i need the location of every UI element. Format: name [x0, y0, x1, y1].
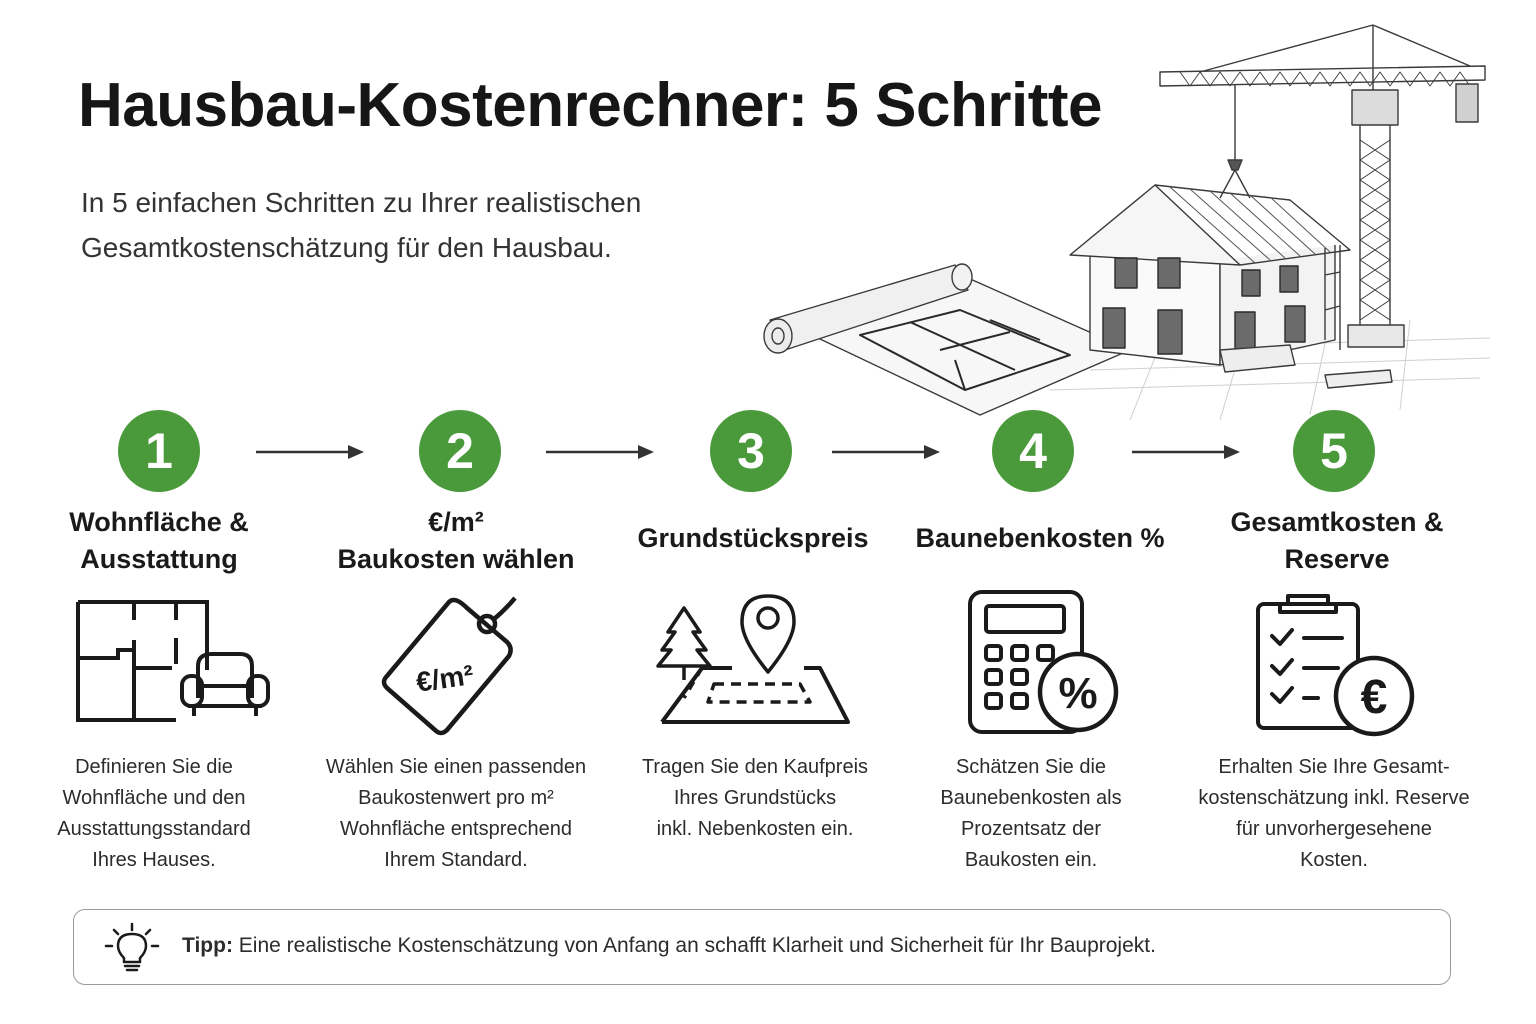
tip-label: Tipp:: [182, 934, 233, 957]
step-title: Gesamtkosten & Reserve: [1192, 504, 1482, 578]
step-description: Schätzen Sie die Baunebenkosten als Proz…: [881, 752, 1181, 876]
step-title: €/m² Baukosten wählen: [311, 504, 601, 578]
step-description-line: Definieren Sie die: [75, 756, 233, 778]
step-description-line: Ihres Grundstücks: [673, 787, 837, 809]
step-description: Erhalten Sie Ihre Gesamt- kostenschätzun…: [1184, 752, 1484, 876]
step-description-line: Wohnfläche entsprechend: [339, 818, 572, 840]
step-description-line: Wohnfläche und den: [62, 787, 246, 809]
step-description: Wählen Sie einen passenden Baukostenwert…: [306, 752, 606, 876]
arrow-right-icon: [1132, 445, 1240, 459]
tip-message: Eine realistische Kostenschätzung von An…: [238, 934, 1156, 957]
euro-symbol: €: [1361, 671, 1388, 724]
step-description-line: Ausstattungsstandard: [57, 818, 251, 840]
floorplan-armchair-icon: [76, 600, 270, 722]
step-description-line: Kosten.: [1300, 849, 1368, 871]
step-number-badge: 5: [1293, 410, 1375, 492]
lightbulb-icon: [104, 922, 160, 972]
tip-box: Tipp: Eine realistische Kostenschätzung …: [73, 909, 1451, 985]
price-tag-icon: €/m²: [381, 596, 517, 736]
step-description-line: Baukostenwert pro m²: [358, 787, 554, 809]
page-title: Hausbau-Kostenrechner: 5 Schritte: [78, 71, 1102, 140]
step-description-line: Tragen Sie den Kaufpreis: [641, 756, 869, 778]
step-number-badge: 4: [992, 410, 1074, 492]
step-description-line: Wählen Sie einen passenden: [325, 756, 587, 778]
subtitle-line: In 5 einfachen Schritten zu Ihrer realis…: [81, 187, 642, 218]
step-title-line: Ausstattung: [80, 544, 238, 574]
step-title-line: Gesamtkosten &: [1230, 507, 1444, 537]
step-number-badge: 1: [118, 410, 200, 492]
subtitle-line: Gesamtkostenschätzung für den Hausbau.: [81, 232, 612, 263]
step-description-line: Ihres Hauses.: [92, 849, 216, 871]
step-description-line: Ihrem Standard.: [384, 849, 528, 871]
tip-text: Tipp: Eine realistische Kostenschätzung …: [182, 934, 1156, 958]
arrow-right-icon: [832, 445, 940, 459]
price-tag-label: €/m²: [414, 659, 475, 698]
step-title-line: Reserve: [1284, 544, 1390, 574]
step-description-line: Baukosten ein.: [964, 849, 1098, 871]
page-subtitle: In 5 einfachen Schritten zu Ihrer realis…: [81, 180, 721, 270]
percent-symbol: %: [1058, 669, 1097, 718]
step-description-line: kostenschätzung inkl. Reserve: [1198, 787, 1470, 809]
step-description-line: Baunebenkosten als: [940, 787, 1122, 809]
step-number-badge: 2: [419, 410, 501, 492]
step-title-line: Wohnfläche &: [69, 507, 249, 537]
step-title-line: €/m²: [428, 507, 484, 537]
step-description: Tragen Sie den Kaufpreis Ihres Grundstüc…: [605, 752, 905, 845]
step-description-line: Erhalten Sie Ihre Gesamt-: [1218, 756, 1450, 778]
land-plot-pin-icon: [656, 594, 850, 724]
clipboard-euro-icon: €: [1256, 594, 1415, 737]
step-description: Definieren Sie die Wohnfläche und den Au…: [4, 752, 304, 876]
step-title-line: Grundstückspreis: [637, 523, 869, 553]
arrow-right-icon: [256, 445, 364, 459]
step-description-line: für unvorhergesehene: [1236, 818, 1432, 840]
house-construction-illustration: [763, 24, 1491, 421]
step-description-line: inkl. Nebenkosten ein.: [656, 818, 854, 840]
arrow-right-icon: [546, 445, 654, 459]
step-title: Grundstückspreis: [608, 520, 898, 557]
step-title-line: Baukosten wählen: [337, 544, 575, 574]
step-number-badge: 3: [710, 410, 792, 492]
step-title-line: Baunebenkosten %: [915, 523, 1165, 553]
step-title: Baunebenkosten %: [895, 520, 1185, 557]
step-description-line: Prozentsatz der: [960, 818, 1102, 840]
step-description-line: Schätzen Sie die: [955, 756, 1107, 778]
calculator-percent-icon: %: [968, 590, 1119, 734]
step-title: Wohnfläche & Ausstattung: [14, 504, 304, 578]
